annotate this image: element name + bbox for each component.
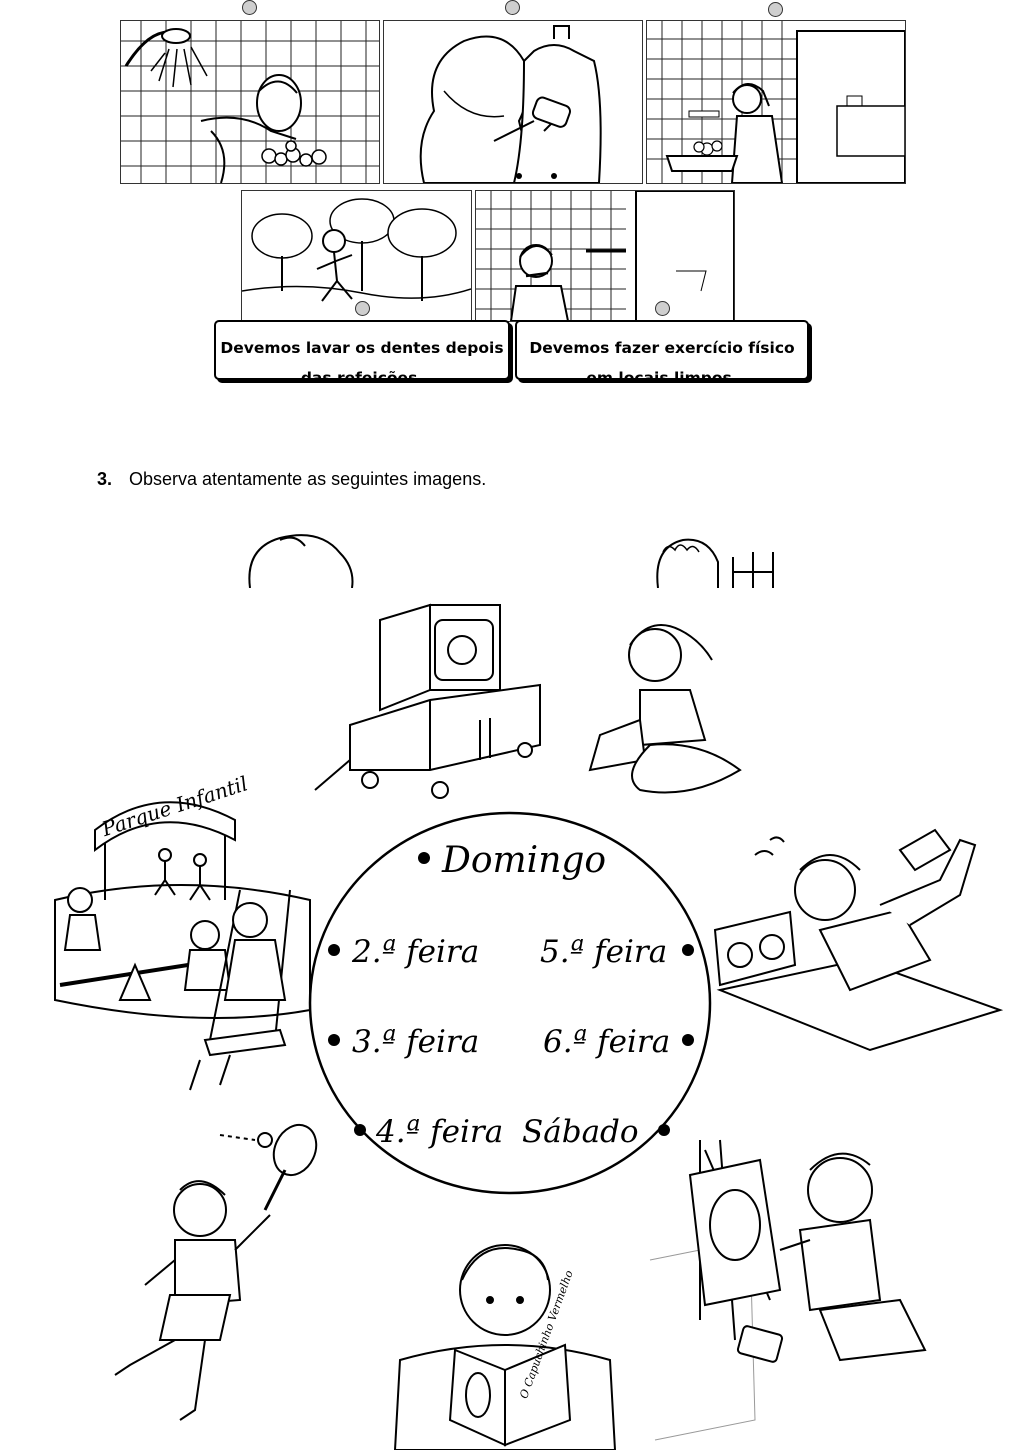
day-monday: 2.ª feira (351, 934, 479, 970)
match-dot[interactable] (505, 0, 520, 15)
handwashing-panel (646, 20, 906, 184)
shower-panel (120, 20, 380, 184)
day-saturday: Sábado (522, 1114, 639, 1150)
caption-teeth-text: Devemos lavar os dentes depois das refei… (220, 339, 504, 380)
partial-head-right (656, 538, 774, 588)
partial-head-left (248, 534, 354, 588)
toothbrushing-panel (475, 190, 735, 322)
day-bullet (328, 1034, 340, 1046)
tennis-scene (114, 1123, 318, 1421)
toothbrushing-illustration (476, 191, 734, 321)
day-bullet (658, 1124, 670, 1136)
drying-panel (383, 20, 643, 184)
painting-scene (649, 1139, 927, 1441)
day-bullet (328, 944, 340, 956)
days-wheel (308, 811, 712, 1195)
shower-illustration (121, 21, 379, 183)
day-thursday: 5.ª feira (540, 934, 667, 970)
day-friday: 6.ª feira (543, 1024, 670, 1060)
day-tuesday: 3.ª feira (352, 1024, 479, 1060)
radio-scene (713, 828, 1004, 1052)
match-dot[interactable] (655, 301, 670, 316)
day-wednesday: 4.ª feira (375, 1114, 503, 1150)
match-dot[interactable] (242, 0, 257, 15)
question-number: 3. (97, 469, 113, 489)
park-running-illustration (242, 198, 471, 302)
caption-teeth: Devemos lavar os dentes depois das refei… (214, 320, 510, 380)
park-running-panel (241, 190, 472, 322)
day-bullet (354, 1124, 366, 1136)
drying-illustration (419, 25, 602, 183)
day-bullet (418, 852, 430, 864)
caption-exercise-text: Devemos fazer exercício físico em locais… (529, 339, 795, 380)
park-scene (54, 801, 311, 1091)
match-dot[interactable] (355, 301, 370, 316)
wheel-title: Domingo (441, 840, 606, 881)
day-bullet (682, 944, 694, 956)
wheel-labels: Domingo 2.ª feira 5.ª feira 3.ª feira 6.… (328, 840, 694, 1150)
caption-exercise: Devemos fazer exercício físico em locais… (515, 320, 809, 380)
question-text: Observa atentamente as seguintes imagens… (129, 469, 487, 489)
day-bullet (682, 1034, 694, 1046)
tv-scene (314, 603, 742, 799)
handwashing-illustration (647, 21, 905, 183)
reading-scene (393, 1244, 617, 1450)
match-dot[interactable] (768, 2, 783, 17)
activities-scene: Parque Infantil O Capuchinho Verm (54, 603, 1004, 1450)
